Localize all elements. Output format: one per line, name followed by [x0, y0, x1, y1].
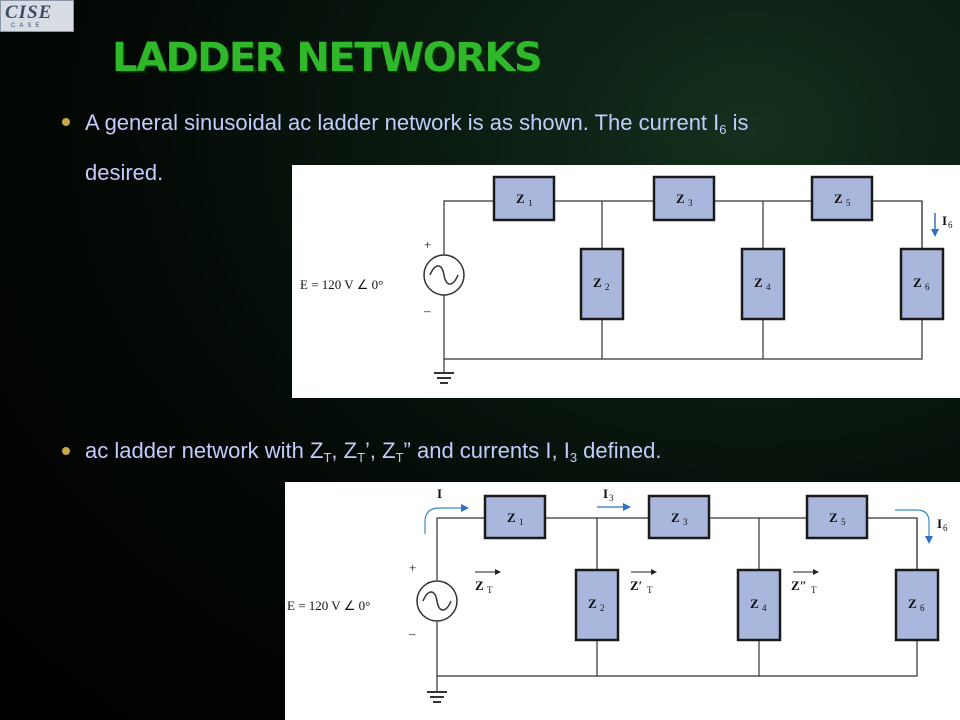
z-label: Z	[588, 596, 597, 611]
bullet-2-part: , Z	[331, 438, 358, 463]
current-label: I	[603, 486, 608, 501]
z-label: Z	[671, 510, 680, 525]
current-sub: 3	[609, 493, 614, 503]
z-sub: 4	[766, 282, 771, 292]
ztpp-label: Z″	[791, 578, 807, 593]
bullet-2-sub: T	[357, 450, 366, 465]
z-label: Z	[913, 275, 922, 290]
bullet-2-part: ’, Z	[365, 438, 396, 463]
impedance-z2	[579, 247, 625, 321]
plus-sign: +	[409, 560, 416, 575]
impedance-z3	[647, 494, 711, 540]
z-sub: 2	[605, 282, 610, 292]
z-sub: 5	[846, 198, 851, 208]
z-sub: 5	[841, 517, 846, 527]
zt-label: Z	[475, 578, 484, 593]
ladder-diagram-2: + – E = 120 V ∠ 0° I I 3 I 6 Z T Z′ T Z″…	[285, 482, 960, 720]
z-label: Z	[516, 191, 525, 206]
bullet-1-sub: 6	[719, 122, 727, 137]
source-label: E = 120 V ∠ 0°	[287, 598, 370, 613]
current-sub: 6	[943, 523, 948, 533]
institution-logo: CISE CASE	[0, 0, 74, 32]
current-arrow-icon	[424, 507, 463, 534]
bullet-2-part: ac ladder network with Z	[85, 438, 324, 463]
bullet-1-text: A general sinusoidal ac ladder network i…	[85, 98, 749, 198]
impedance-z4	[740, 247, 786, 321]
z-sub: 2	[600, 603, 605, 613]
z-label: Z	[593, 275, 602, 290]
z-label: Z	[908, 596, 917, 611]
impedance-z5	[810, 175, 874, 222]
current-label: I	[437, 486, 442, 501]
current-label: I	[942, 213, 947, 228]
z-label: Z	[829, 510, 838, 525]
minus-sign: –	[408, 626, 416, 641]
bullet-2-part: ” and currents I, I	[403, 438, 570, 463]
bullet-marker	[62, 118, 70, 126]
minus-sign: –	[423, 303, 431, 318]
ladder-diagram-1: + – E = 120 V ∠ 0° Z 1 Z 3 Z 5 Z 2 Z 4 Z…	[292, 165, 960, 398]
logo-subtext: CASE	[11, 23, 44, 29]
impedance-z5	[805, 494, 869, 540]
z-sub: 4	[762, 603, 767, 613]
z-sub: 1	[519, 517, 524, 527]
bullet-2-sub: 3	[569, 450, 578, 465]
bullet-1-line1: A general sinusoidal ac ladder network i…	[85, 110, 720, 135]
zt-sub: T	[487, 585, 493, 595]
ztp-label: Z′	[630, 578, 642, 593]
bullet-2-sub: T	[395, 450, 404, 465]
z-label: Z	[754, 275, 763, 290]
z-sub: 1	[528, 198, 533, 208]
impedance-z1	[492, 175, 556, 222]
bullet-1-line2: desired.	[85, 160, 164, 185]
ztpp-sub: T	[811, 585, 817, 595]
bullet-2-part: defined.	[577, 438, 662, 463]
z-label: Z	[507, 510, 516, 525]
impedance-z4	[736, 568, 782, 642]
ztp-sub: T	[647, 585, 653, 595]
plus-sign: +	[424, 237, 431, 252]
current-sub: 6	[948, 220, 953, 230]
z-label: Z	[834, 191, 843, 206]
z-sub: 3	[688, 198, 693, 208]
bullet-2-text: ac ladder network with ZT, ZT’, ZT” and …	[85, 426, 661, 476]
source-label: E = 120 V ∠ 0°	[300, 277, 383, 292]
impedance-z6	[894, 568, 940, 642]
impedance-z6	[899, 247, 945, 321]
z-sub: 3	[683, 517, 688, 527]
bullet-2-sub: T	[323, 450, 332, 465]
z-label: Z	[676, 191, 685, 206]
logo-text: CISE	[5, 2, 53, 23]
current-arrow-icon	[895, 509, 930, 538]
bullet-marker	[62, 447, 70, 455]
impedance-z3	[652, 175, 716, 222]
bullet-1-line1-end: is	[726, 110, 749, 135]
z-sub: 6	[920, 603, 925, 613]
impedance-z1	[483, 494, 547, 540]
slide-title: LADDER NETWORKS	[112, 35, 543, 81]
z-label: Z	[750, 596, 759, 611]
current-label: I	[937, 516, 942, 531]
z-sub: 6	[925, 282, 930, 292]
impedance-z2	[574, 568, 620, 642]
